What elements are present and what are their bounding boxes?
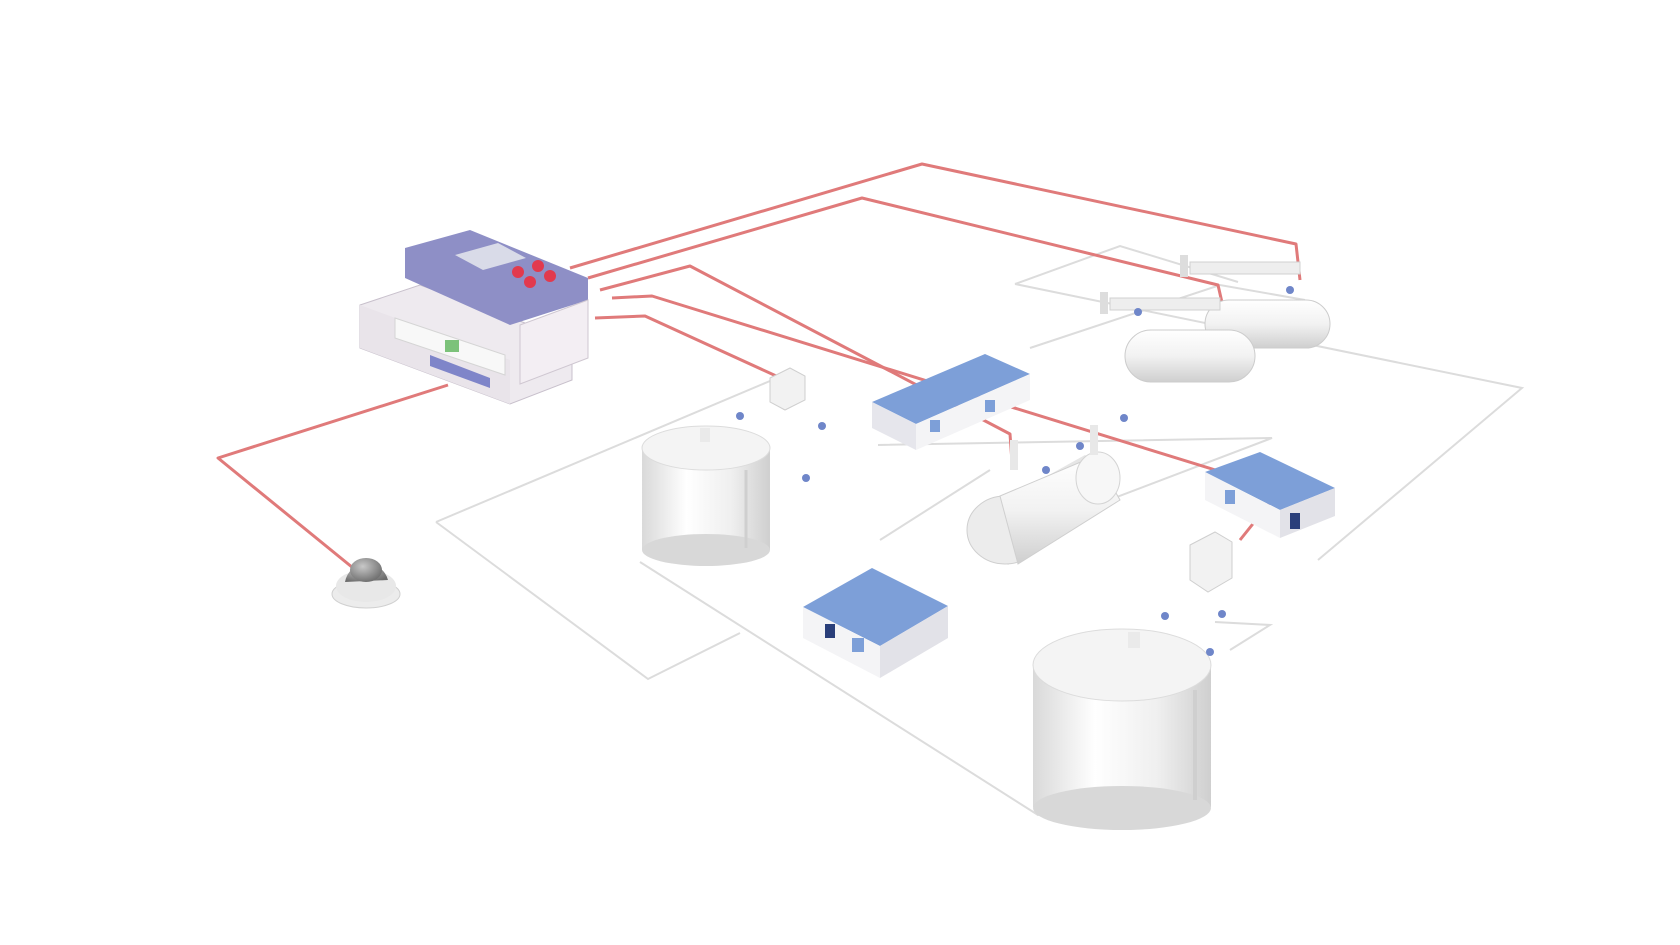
horizontal-tank-north-west bbox=[1100, 292, 1256, 383]
ground-outline-west bbox=[435, 380, 771, 523]
gas-detector-icon bbox=[1076, 442, 1084, 450]
gas-detector-icon bbox=[1206, 648, 1214, 656]
junction-box-west bbox=[769, 367, 806, 411]
gas-detector-icon bbox=[1120, 414, 1128, 422]
gas-detector-icon bbox=[1286, 286, 1294, 294]
cable-west-tank bbox=[594, 314, 787, 410]
storage-tank-west bbox=[641, 425, 771, 566]
ground-outline-south bbox=[1214, 621, 1274, 651]
building-east bbox=[1205, 452, 1335, 538]
gas-detector-icon bbox=[1161, 612, 1169, 620]
storage-tank-south-east bbox=[1032, 628, 1212, 830]
ground-outline-link bbox=[879, 469, 991, 541]
junction-box-south bbox=[1189, 531, 1233, 593]
gas-detector-icon bbox=[1218, 610, 1226, 618]
gas-detector-icon bbox=[1134, 308, 1142, 316]
horizontal-tank-center bbox=[966, 425, 1121, 565]
building-south bbox=[803, 568, 948, 678]
building-north bbox=[872, 354, 1030, 450]
gas-detector-icon bbox=[736, 412, 744, 420]
gas-alarm-controller-icon bbox=[359, 230, 589, 405]
gas-detector-icon bbox=[802, 474, 810, 482]
ground-outline-main bbox=[435, 521, 741, 681]
ground-outline-north-inner bbox=[1029, 283, 1306, 349]
gas-detector-icon bbox=[1042, 466, 1050, 474]
cable-dome-camera bbox=[216, 383, 449, 574]
gas-detector-icon bbox=[818, 422, 826, 430]
gas-detectors bbox=[736, 286, 1294, 656]
ground-outline-east bbox=[1014, 283, 1525, 561]
dome-camera-icon bbox=[331, 558, 401, 609]
